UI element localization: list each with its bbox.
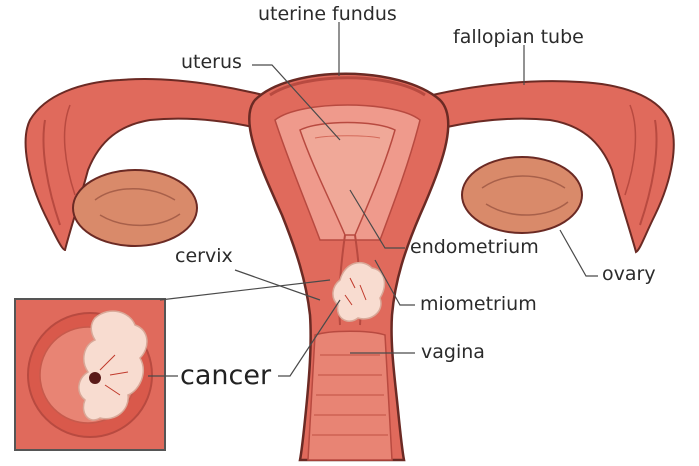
- label-uterus: uterus: [181, 53, 242, 72]
- label-cervix: cervix: [175, 247, 233, 266]
- label-cancer: cancer: [180, 362, 271, 389]
- right-ovary: [462, 157, 582, 233]
- leader-inset-top: [160, 280, 330, 300]
- label-uterine-fundus: uterine fundus: [258, 5, 397, 24]
- left-ovary: [73, 170, 197, 246]
- leader-ovary: [560, 230, 598, 276]
- label-fallopian-tube: fallopian tube: [453, 28, 584, 47]
- label-miometrium: miometrium: [420, 295, 537, 314]
- vagina: [308, 331, 392, 460]
- label-ovary: ovary: [602, 265, 656, 284]
- label-vagina: vagina: [421, 343, 485, 362]
- label-endometrium: endometrium: [410, 238, 539, 257]
